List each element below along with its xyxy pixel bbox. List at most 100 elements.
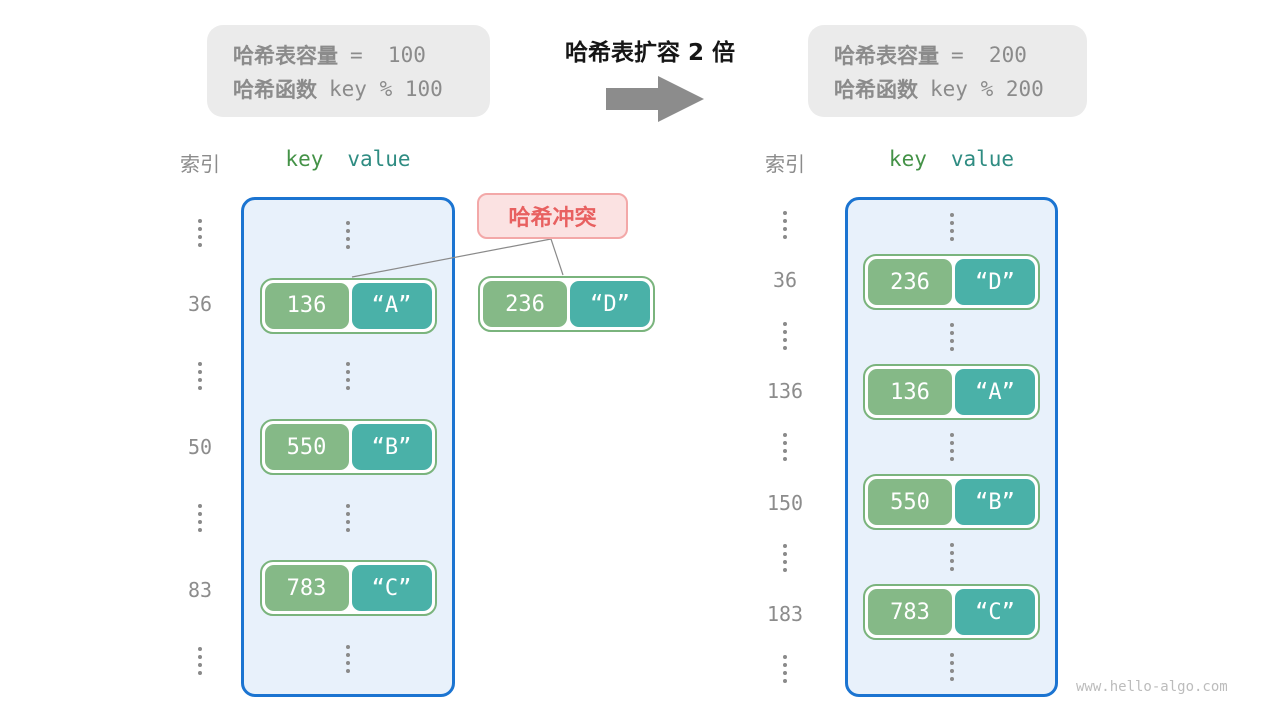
value-cell: “A” bbox=[351, 282, 432, 329]
index-slot bbox=[165, 197, 235, 268]
key-cell: 236 bbox=[868, 259, 952, 305]
index-label: 36 bbox=[772, 268, 798, 293]
ellipsis-icon bbox=[949, 213, 954, 241]
ellipsis-icon bbox=[346, 362, 350, 391]
key-cell: 783 bbox=[264, 565, 349, 612]
ellipsis-icon bbox=[198, 361, 202, 390]
bucket-row bbox=[244, 341, 452, 412]
index-slot: 136 bbox=[750, 364, 820, 420]
kv-pair: 236 “D” bbox=[863, 254, 1040, 310]
ellipsis-icon bbox=[949, 433, 954, 461]
index-label: 183 bbox=[766, 601, 804, 626]
value-header: value bbox=[347, 147, 411, 171]
value-cell: “A” bbox=[955, 369, 1035, 415]
kv-pair: 783 “C” bbox=[259, 560, 437, 617]
ellipsis-icon bbox=[783, 655, 787, 684]
value-header: value bbox=[950, 147, 1015, 171]
capacity-value: = 200 bbox=[951, 43, 1027, 67]
bucket-row: 136 “A” bbox=[848, 364, 1055, 420]
hash-function-value: key % 200 bbox=[930, 77, 1044, 101]
value-cell: “D” bbox=[570, 281, 650, 327]
index-slot bbox=[165, 626, 235, 697]
index-label: 136 bbox=[766, 379, 804, 404]
capacity-label: 哈希表容量 bbox=[233, 44, 338, 68]
hash-function-label: 哈希函数 bbox=[233, 78, 317, 102]
bucket-row: 783 “C” bbox=[244, 553, 452, 624]
value-cell: “D” bbox=[955, 259, 1035, 305]
bucket-row bbox=[244, 482, 452, 553]
index-label: 150 bbox=[766, 490, 804, 515]
ellipsis-icon bbox=[346, 503, 350, 532]
index-slot bbox=[750, 197, 820, 253]
ellipsis-icon bbox=[198, 218, 202, 247]
ellipsis-icon bbox=[783, 210, 787, 239]
bucket-row: 550 “B” bbox=[848, 474, 1055, 530]
key-cell: 783 bbox=[868, 589, 952, 635]
ellipsis-icon bbox=[198, 504, 202, 533]
bucket-row: 550 “B” bbox=[244, 412, 452, 483]
ellipsis-icon bbox=[949, 323, 954, 351]
index-header-right: 索引 bbox=[765, 152, 805, 176]
ellipsis-icon bbox=[346, 221, 350, 250]
colliding-kv-pair: 236 “D” bbox=[478, 276, 655, 332]
bucket-row bbox=[848, 640, 1055, 694]
ellipsis-icon bbox=[949, 543, 954, 571]
bucket-row bbox=[848, 530, 1055, 584]
index-slot bbox=[750, 419, 820, 475]
hash-table-before: 136 “A” 550 “B” 783 “C” bbox=[241, 197, 455, 697]
index-slot: 150 bbox=[750, 475, 820, 531]
kv-pair: 136 “A” bbox=[863, 364, 1040, 420]
key-header: key bbox=[888, 147, 927, 171]
ellipsis-icon bbox=[198, 647, 202, 676]
bucket-row: 783 “C” bbox=[848, 584, 1055, 640]
bucket-row: 136 “A” bbox=[244, 271, 452, 342]
ellipsis-icon bbox=[949, 653, 954, 681]
value-cell: “B” bbox=[351, 424, 432, 471]
capacity-line: 哈希表容量 = 200 bbox=[834, 38, 1087, 72]
capacity-line: 哈希表容量 = 100 bbox=[233, 38, 490, 72]
kv-pair: 783 “C” bbox=[863, 584, 1040, 640]
value-cell: “C” bbox=[351, 565, 432, 612]
key-cell: 136 bbox=[264, 282, 349, 329]
index-label: 36 bbox=[187, 292, 213, 317]
ellipsis-icon bbox=[783, 321, 787, 350]
bucket-row bbox=[244, 623, 452, 694]
key-header: key bbox=[285, 147, 324, 171]
kv-pair: 136 “A” bbox=[259, 277, 437, 334]
kv-pair: 550 “B” bbox=[259, 419, 437, 476]
index-header-left: 索引 bbox=[180, 152, 220, 176]
value-cell: “C” bbox=[955, 589, 1035, 635]
info-box-after: 哈希表容量 = 200 哈希函数 key % 200 bbox=[808, 25, 1087, 117]
index-slot bbox=[750, 308, 820, 364]
index-slot: 36 bbox=[165, 268, 235, 339]
capacity-label: 哈希表容量 bbox=[834, 44, 939, 68]
key-cell: 550 bbox=[264, 424, 349, 471]
right-arrow-icon bbox=[606, 76, 704, 122]
index-slot: 50 bbox=[165, 411, 235, 482]
capacity-value: = 100 bbox=[350, 43, 426, 67]
bucket-row: 236 “D” bbox=[848, 254, 1055, 310]
index-label: 83 bbox=[187, 577, 213, 602]
key-cell: 550 bbox=[868, 479, 952, 525]
ellipsis-icon bbox=[783, 544, 787, 573]
index-slot: 36 bbox=[750, 253, 820, 309]
index-column-right: 36 136 150 183 bbox=[750, 197, 820, 697]
hash-collision-callout: 哈希冲突 bbox=[477, 193, 628, 239]
hash-table-after: 236 “D” 136 “A” 550 “B” 783 “C” bbox=[845, 197, 1058, 697]
index-slot bbox=[165, 340, 235, 411]
index-slot: 83 bbox=[165, 554, 235, 625]
bucket-row bbox=[848, 420, 1055, 474]
kv-header-right: key value bbox=[845, 147, 1058, 171]
index-slot bbox=[750, 642, 820, 698]
bucket-row bbox=[848, 200, 1055, 254]
hash-function-line: 哈希函数 key % 100 bbox=[233, 72, 490, 106]
index-slot: 183 bbox=[750, 586, 820, 642]
key-cell: 136 bbox=[868, 369, 952, 415]
kv-pair: 550 “B” bbox=[863, 474, 1040, 530]
hash-function-line: 哈希函数 key % 200 bbox=[834, 72, 1087, 106]
index-column-left: 36 50 83 bbox=[165, 197, 235, 697]
index-slot bbox=[165, 483, 235, 554]
hash-function-label: 哈希函数 bbox=[834, 78, 918, 102]
ellipsis-icon bbox=[783, 433, 787, 462]
bucket-row bbox=[244, 200, 452, 271]
